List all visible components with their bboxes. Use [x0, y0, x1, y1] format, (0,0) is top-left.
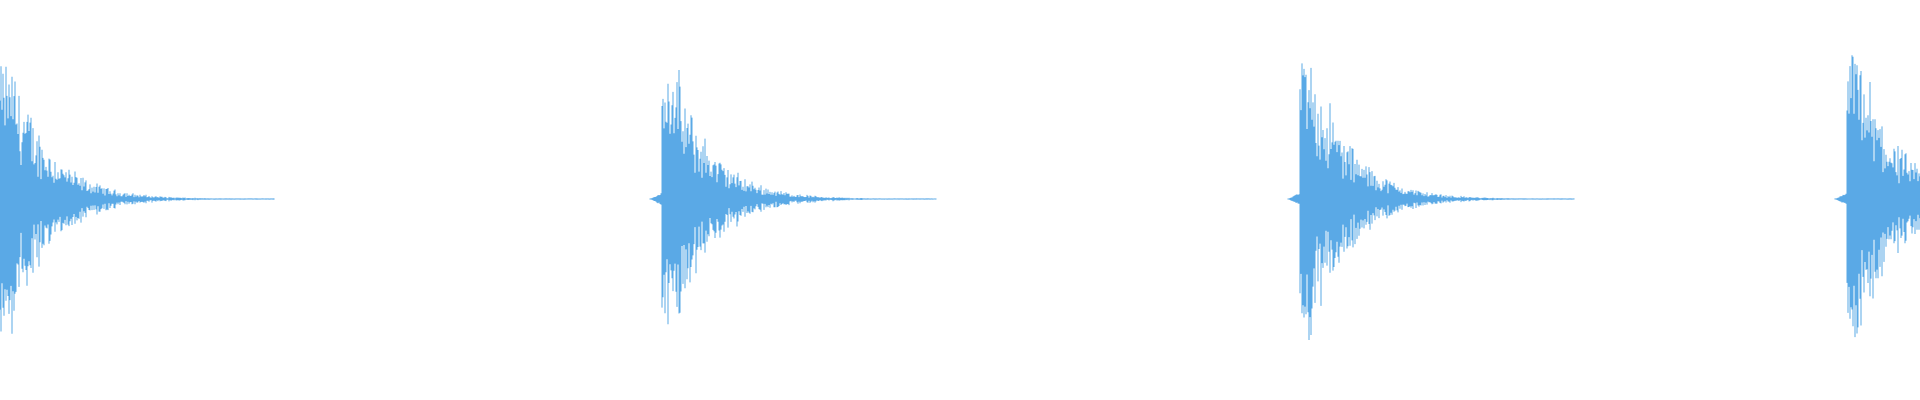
waveform-hit — [649, 70, 937, 325]
waveform-hit-trace — [1834, 55, 1920, 338]
waveform-hit-trace — [649, 70, 937, 325]
waveform-hit — [0, 66, 275, 334]
waveform-hit — [1834, 55, 1920, 338]
waveform-hit-trace — [0, 66, 275, 334]
waveform-layer — [0, 55, 1920, 340]
waveform-hit-trace — [1287, 63, 1575, 340]
waveform-hit — [1287, 63, 1575, 340]
